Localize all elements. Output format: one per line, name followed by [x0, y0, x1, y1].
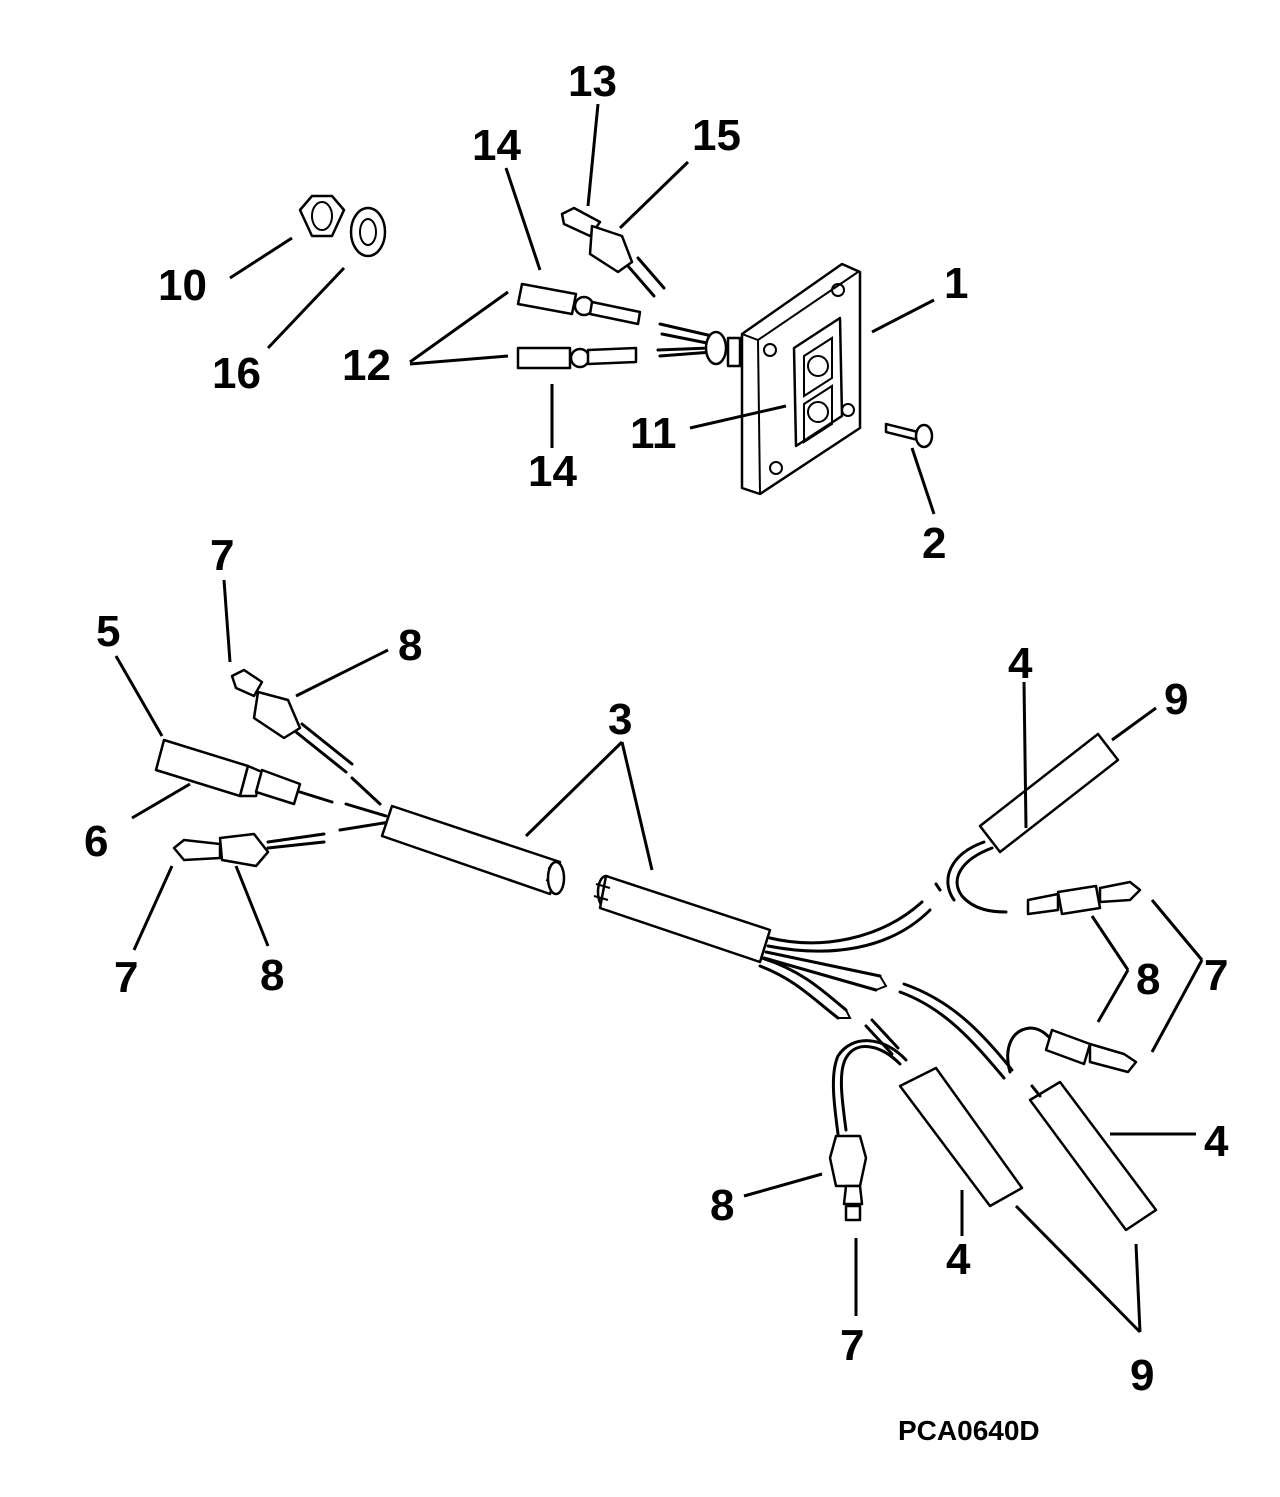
callout-14-upper: 14: [472, 121, 521, 170]
callout-4-right: 4: [1204, 1117, 1229, 1166]
left-harness-stubs: [338, 776, 392, 832]
callout-11: 11: [630, 409, 677, 458]
callout-13: 13: [568, 57, 617, 106]
callout-16: 16: [212, 349, 261, 398]
figure-code: PCA0640D: [898, 1415, 1040, 1446]
callout-8-right: 8: [1136, 955, 1160, 1004]
callout-4-bottom: 4: [946, 1235, 971, 1284]
callout-7-right: 7: [1204, 951, 1228, 1000]
screw-part: [884, 422, 934, 449]
right-lower-terminal-part: [1006, 1026, 1138, 1074]
left-lower-terminal-part: [172, 832, 326, 868]
callout-7-bottom-left: 7: [114, 953, 138, 1002]
callout-8-bottom-left: 8: [260, 951, 284, 1000]
lower-sleeve-part: [516, 346, 638, 370]
fuse-holder-lower-middle: [831, 1039, 1024, 1208]
plate-wire-stubs: [656, 322, 742, 368]
callout-labels: 13 15 14 10 16 12 1 11 14 2 7 8 5 3 6 7 …: [84, 57, 1229, 1446]
bottom-terminal-part: [828, 1134, 868, 1222]
right-branch-wires: [864, 882, 1014, 1080]
callout-1: 1: [944, 259, 968, 308]
callout-8-bottom: 8: [710, 1181, 734, 1230]
callout-12: 12: [342, 341, 391, 390]
hex-nut-part: [298, 194, 346, 238]
callout-6: 6: [84, 817, 108, 866]
upper-sleeve-part: [516, 282, 642, 326]
harness-right-section: [593, 874, 932, 1020]
callout-8-top-left: 8: [398, 621, 422, 670]
callout-7-bottom: 7: [840, 1321, 864, 1370]
callout-14-lower: 14: [528, 447, 577, 496]
washer-part: [349, 206, 387, 258]
mounting-plate-part: [740, 262, 862, 496]
harness-left-section: [380, 804, 566, 896]
callout-2: 2: [922, 519, 946, 568]
callout-7-top-left: 7: [210, 531, 234, 580]
fuse-holder-part: [154, 738, 334, 806]
left-upper-terminal-part: [230, 668, 354, 774]
callout-9-bottom: 9: [1130, 1351, 1154, 1400]
callout-4-top-right: 4: [1008, 639, 1033, 688]
leader-lines: [114, 103, 1204, 1334]
fuse-holder-top-right: [946, 732, 1120, 914]
callout-10: 10: [158, 261, 207, 310]
callout-15: 15: [692, 111, 741, 160]
callout-3: 3: [608, 695, 632, 744]
callout-9-top-right: 9: [1164, 675, 1188, 724]
right-upper-terminal-part: [1026, 880, 1142, 916]
upper-terminal-part: [560, 206, 666, 298]
callout-5: 5: [96, 607, 120, 656]
fuse-holder-lower-right: [1028, 1080, 1158, 1232]
